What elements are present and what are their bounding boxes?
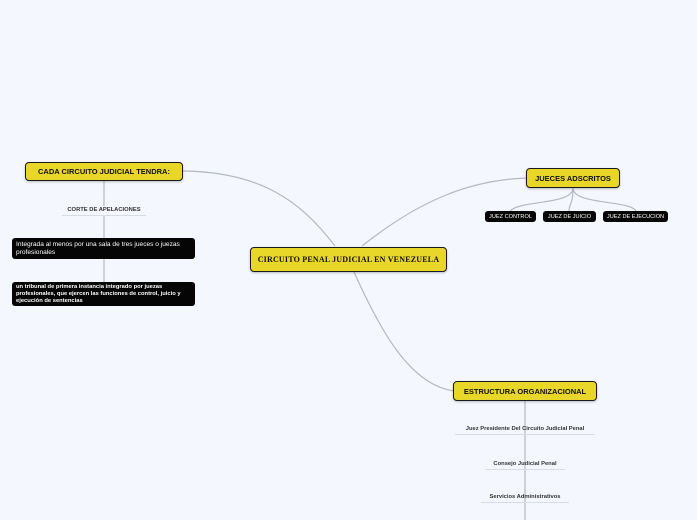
right-bottom-branch-topic[interactable]: ESTRUCTURA ORGANIZACIONAL	[453, 381, 597, 401]
right-top-branch-label: JUECES ADSCRITOS	[535, 173, 611, 183]
right-top-branch-topic[interactable]: JUECES ADSCRITOS	[526, 168, 620, 188]
subtopic-corte-apelaciones-label: CORTE DE APELACIONES	[67, 207, 141, 213]
chip-juez-ejecucion[interactable]: JUEZ DE EJECUCION	[603, 211, 668, 222]
left-item-1-label: Integrada al menos por una sala de tres …	[16, 241, 180, 256]
chip-juez-control[interactable]: JUEZ CONTROL	[485, 211, 536, 222]
right-bottom-branch-label: ESTRUCTURA ORGANIZACIONAL	[463, 386, 587, 396]
central-topic[interactable]: CIRCUITO PENAL JUDICIAL EN VENEZUELA	[250, 247, 447, 272]
chip-juez-juicio-label: JUEZ DE JUICIO	[547, 213, 592, 220]
chip-juez-juicio[interactable]: JUEZ DE JUICIO	[543, 211, 596, 222]
org-item-juez-presidente-label: Juez Presidente Del Circuito Judicial Pe…	[465, 426, 585, 432]
connector-juez-ejecucion	[572, 187, 637, 212]
connector-central-left	[182, 170, 336, 247]
left-item-1[interactable]: Integrada al menos por una sala de tres …	[12, 238, 195, 259]
chip-juez-control-label: JUEZ CONTROL	[489, 213, 532, 220]
connector-juez-control	[509, 187, 574, 212]
connector-central-right-top	[361, 177, 528, 247]
org-item-consejo-judicial-label: Consejo Judicial Penal	[493, 461, 557, 467]
connector-juez-juicio	[568, 187, 574, 212]
org-item-juez-presidente[interactable]: Juez Presidente Del Circuito Judicial Pe…	[455, 426, 595, 435]
org-item-servicios-administrativos-label: Servicios Administrativos	[489, 494, 561, 500]
central-topic-label: CIRCUITO PENAL JUDICIAL EN VENEZUELA	[257, 255, 440, 264]
connector-central-right-bottom	[353, 271, 455, 392]
left-item-2[interactable]: un tribunal de primera instancia integra…	[12, 282, 195, 306]
org-item-consejo-judicial[interactable]: Consejo Judicial Penal	[485, 461, 565, 470]
left-item-2-label: un tribunal de primera instancia integra…	[16, 284, 181, 304]
left-branch-topic[interactable]: CADA CIRCUITO JUDICIAL TENDRA:	[25, 162, 183, 181]
org-item-servicios-administrativos[interactable]: Servicios Administrativos	[481, 494, 569, 503]
left-branch-label: CADA CIRCUITO JUDICIAL TENDRA:	[38, 167, 170, 176]
subtopic-corte-apelaciones[interactable]: CORTE DE APELACIONES	[62, 207, 146, 216]
chip-juez-ejecucion-label: JUEZ DE EJECUCION	[606, 213, 665, 220]
